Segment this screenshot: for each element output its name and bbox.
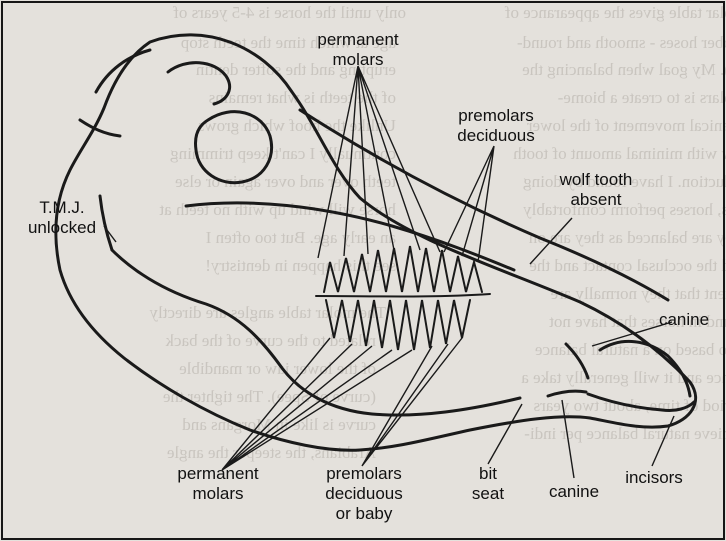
occlusal-line bbox=[316, 294, 490, 297]
label-line: absent bbox=[560, 190, 633, 210]
label-line: incisors bbox=[625, 468, 683, 488]
label-line: canine bbox=[659, 310, 709, 330]
label-line: or baby bbox=[325, 504, 403, 524]
label-permanent-molars-bottom: permanent molars bbox=[177, 464, 258, 504]
lower-incisors bbox=[588, 394, 694, 411]
orbit-rim bbox=[168, 63, 230, 104]
label-incisors: incisors bbox=[625, 468, 683, 488]
leader-bit-seat bbox=[488, 404, 522, 464]
label-line: seat bbox=[472, 484, 504, 504]
leader-molars-bottom bbox=[222, 338, 412, 470]
label-line: T.M.J. bbox=[28, 198, 96, 218]
leader-molars-top bbox=[318, 66, 440, 258]
label-line: deciduous bbox=[325, 484, 403, 504]
label-tmj-unlocked: T.M.J. unlocked bbox=[28, 198, 96, 238]
jaw-ramus bbox=[100, 196, 112, 250]
leader-canine-lower bbox=[562, 400, 574, 478]
label-premolars-deciduous-top: premolars deciduous bbox=[457, 106, 535, 146]
lower-cheek-teeth bbox=[326, 300, 470, 350]
label-line: molars bbox=[177, 484, 258, 504]
label-bit-seat: bit seat bbox=[472, 464, 504, 504]
occipital-detail bbox=[80, 120, 120, 136]
eye-orbit bbox=[196, 112, 272, 183]
label-line: deciduous bbox=[457, 126, 535, 146]
label-canine-lower: canine bbox=[549, 482, 599, 502]
label-wolf-tooth-absent: wolf tooth absent bbox=[560, 170, 633, 210]
zygomatic-arch bbox=[186, 203, 514, 270]
label-line: permanent bbox=[317, 30, 398, 50]
label-line: permanent bbox=[177, 464, 258, 484]
upper-canine-tooth bbox=[566, 344, 588, 378]
label-permanent-molars-top: permanent molars bbox=[317, 30, 398, 70]
label-canine-upper: canine bbox=[659, 310, 709, 330]
label-line: molars bbox=[317, 50, 398, 70]
skull-outline bbox=[56, 35, 696, 450]
label-premolars-deciduous-bottom: premolars deciduous or baby bbox=[325, 464, 403, 524]
label-line: premolars bbox=[325, 464, 403, 484]
label-line: unlocked bbox=[28, 218, 96, 238]
label-line: premolars bbox=[457, 106, 535, 126]
label-line: bit bbox=[472, 464, 504, 484]
label-line: canine bbox=[549, 482, 599, 502]
lower-canine-tooth bbox=[548, 391, 586, 396]
leader-incisors bbox=[652, 416, 674, 466]
label-line: wolf tooth bbox=[560, 170, 633, 190]
leader-premolars-bottom bbox=[362, 338, 462, 466]
leader-wolf-tooth bbox=[530, 218, 572, 264]
